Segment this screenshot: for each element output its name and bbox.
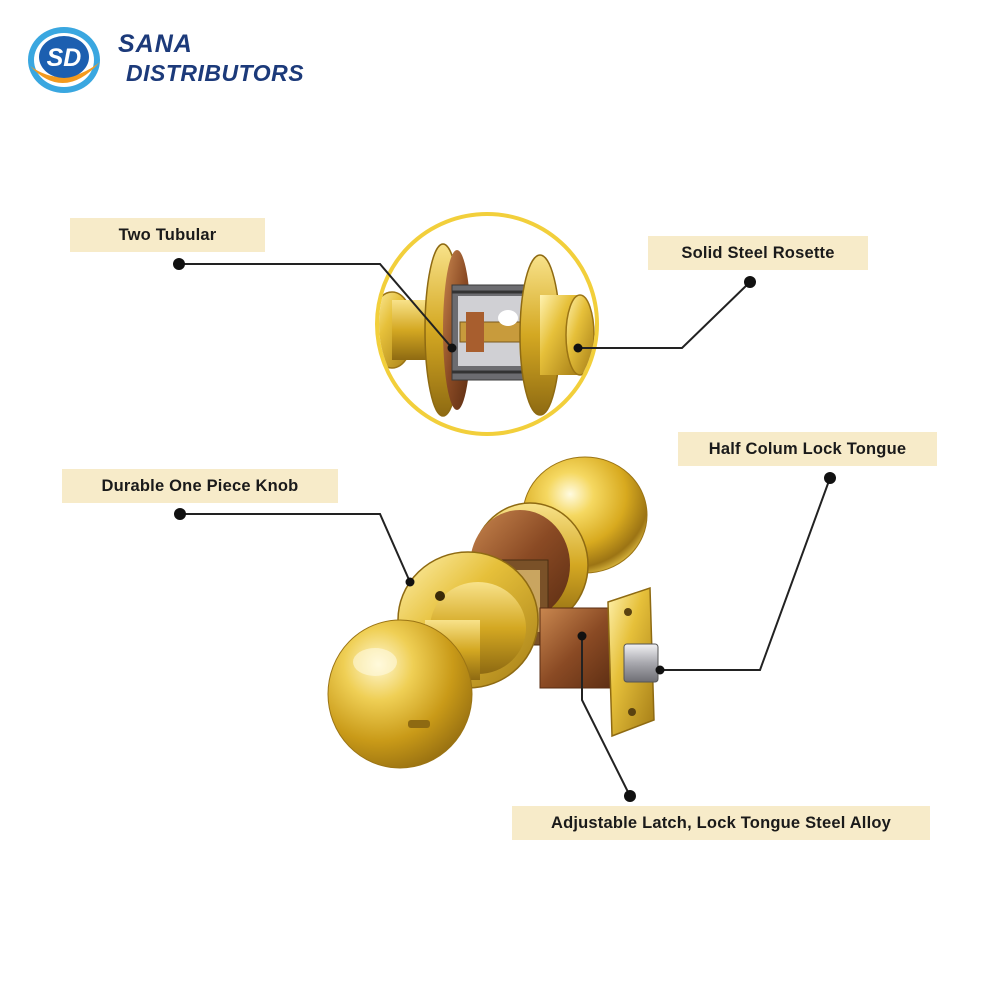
callout-solid-steel-rosette: Solid Steel Rosette bbox=[648, 236, 868, 270]
leader-dots bbox=[173, 258, 836, 802]
brand-logo-mark: SD bbox=[28, 27, 100, 93]
callout-half-colum-lock-tongue: Half Colum Lock Tongue bbox=[678, 432, 937, 466]
callout-two-tubular: Two Tubular bbox=[70, 218, 265, 252]
leader-two-tubular bbox=[179, 263, 453, 349]
knob-lock-set bbox=[327, 456, 659, 769]
callout-durable-one-piece-knob: Durable One Piece Knob bbox=[62, 469, 338, 503]
leader-solid-steel-rosette bbox=[578, 281, 751, 349]
push-button bbox=[408, 720, 430, 728]
brand-name-line-2: DISTRIBUTORS bbox=[126, 60, 305, 86]
lock-tongue bbox=[623, 643, 659, 683]
brand-name-line-1: SANA bbox=[118, 30, 193, 58]
callout-adjustable-latch: Adjustable Latch, Lock Tongue Steel Allo… bbox=[512, 806, 930, 840]
leader-lines bbox=[179, 263, 831, 797]
leader-half-colum-lock-tongue bbox=[660, 477, 831, 671]
leader-adjustable-latch bbox=[581, 636, 631, 797]
latch-tube bbox=[539, 607, 619, 689]
front-knob bbox=[327, 619, 473, 769]
leader-durable-one-piece-knob bbox=[180, 513, 411, 583]
detail-inset bbox=[375, 212, 599, 436]
logo-monogram: SD bbox=[47, 44, 82, 72]
